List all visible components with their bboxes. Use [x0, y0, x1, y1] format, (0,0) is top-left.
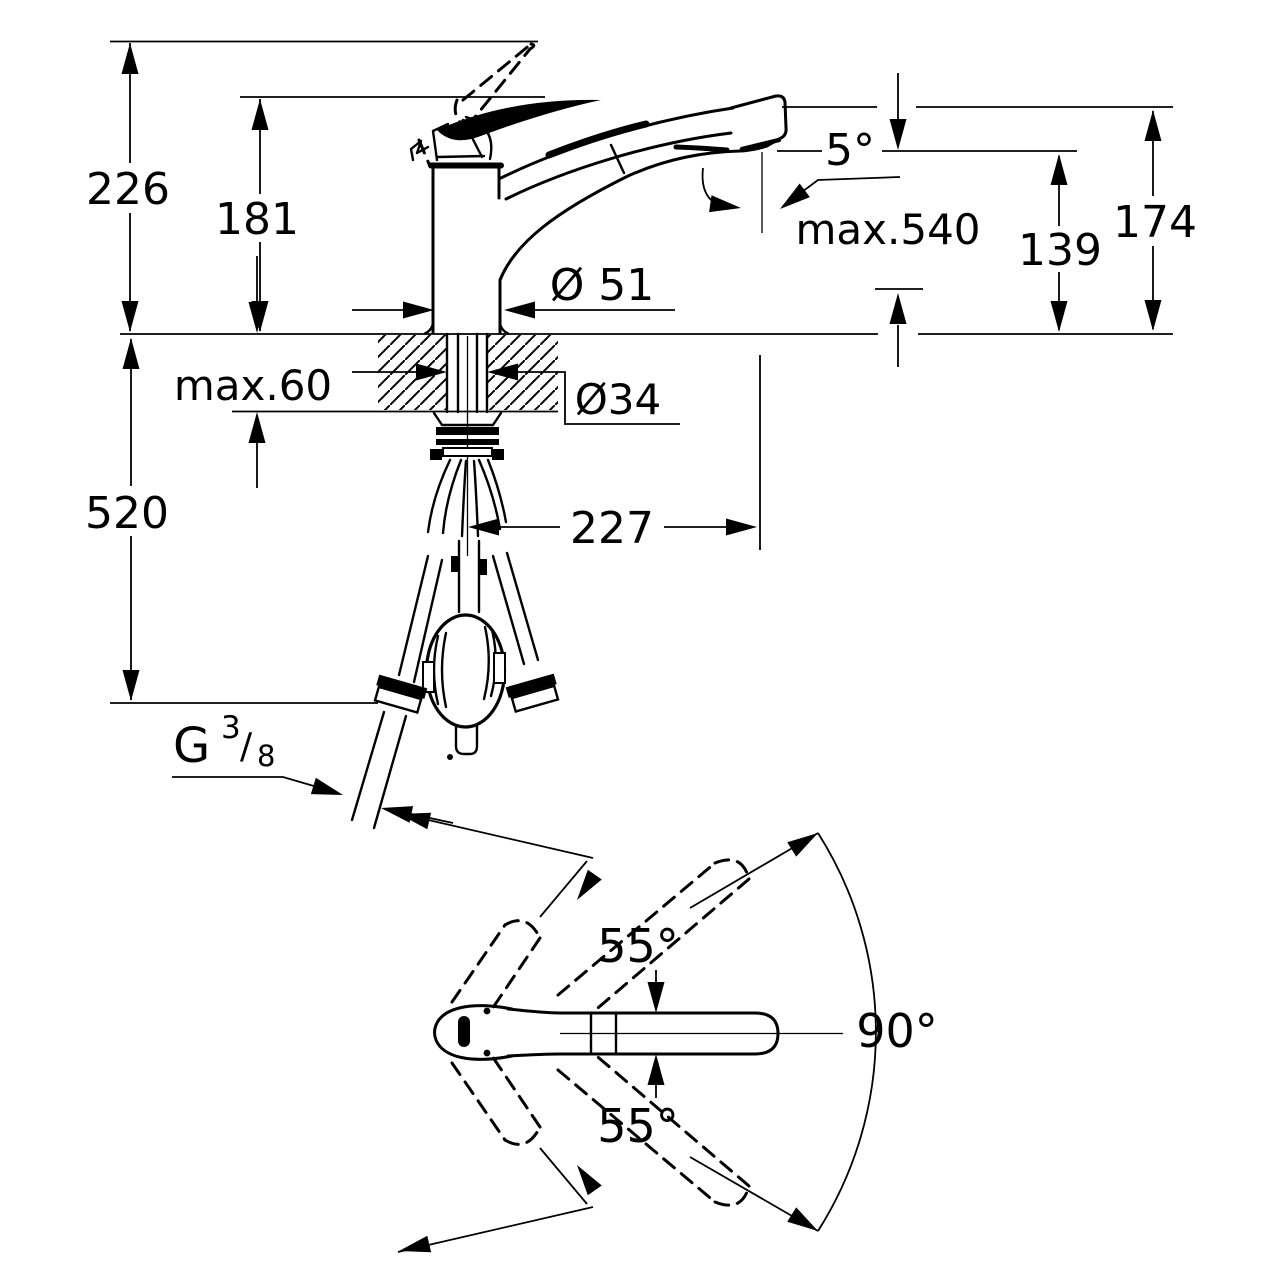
dim-hole-diameter: Ø34 [352, 363, 680, 425]
dim-spout-end-height: 174 [1113, 110, 1197, 331]
dim-spout-reach: 227 [468, 503, 757, 554]
dim-label-226: 226 [86, 164, 170, 215]
mounting-assembly [350, 336, 560, 830]
handle-raised-dashed [417, 42, 536, 166]
top-view-handle-swivel: 55° 55° 90° [397, 805, 938, 1260]
dim-swivel-lines [397, 805, 877, 1260]
dim-thread: G 3 / 8 [172, 710, 454, 824]
side-view: 226 181 520 max.60 Ø 51 [85, 40, 1197, 830]
dim-base-diameter: Ø 51 [352, 260, 675, 319]
dim-label-5deg: 5° [825, 125, 875, 176]
handle-swung-dashed [450, 858, 751, 1207]
dim-label-dia51: Ø 51 [550, 260, 655, 311]
faucet-body [409, 42, 788, 335]
dim-label-dia34: Ø34 [575, 375, 662, 424]
thread-label-slash: / [240, 726, 253, 767]
dim-label-139: 139 [1018, 225, 1102, 276]
thread-label-denominator: 8 [257, 739, 275, 773]
dim-spout-height: 181 [215, 99, 299, 332]
dim-label-181: 181 [215, 194, 299, 245]
dim-deck-thickness: max.60 [174, 256, 332, 488]
dim-total-height: 226 [86, 43, 170, 332]
dim-label-max60: max.60 [174, 361, 332, 410]
dim-outlet-height: 139 [1018, 154, 1102, 332]
handle-top-view [433, 1004, 843, 1061]
thread-label-g: G [173, 718, 210, 774]
handle-lever [437, 99, 601, 141]
spray-head [729, 94, 788, 153]
dim-hose-extension: max.540 [774, 73, 981, 367]
dim-label-90: 90° [856, 1004, 938, 1058]
dim-label-174: 174 [1113, 197, 1197, 248]
dim-hose-length: 520 [85, 338, 169, 701]
dim-label-max540: max.540 [795, 205, 980, 254]
dim-label-520: 520 [85, 488, 169, 539]
dim-label-227: 227 [570, 503, 654, 554]
dim-label-55-upper: 55° [597, 919, 679, 973]
dim-label-55-lower: 55° [597, 1099, 679, 1153]
thread-label-numerator: 3 [221, 710, 241, 746]
dim-spout-angle: 5° [701, 125, 875, 217]
